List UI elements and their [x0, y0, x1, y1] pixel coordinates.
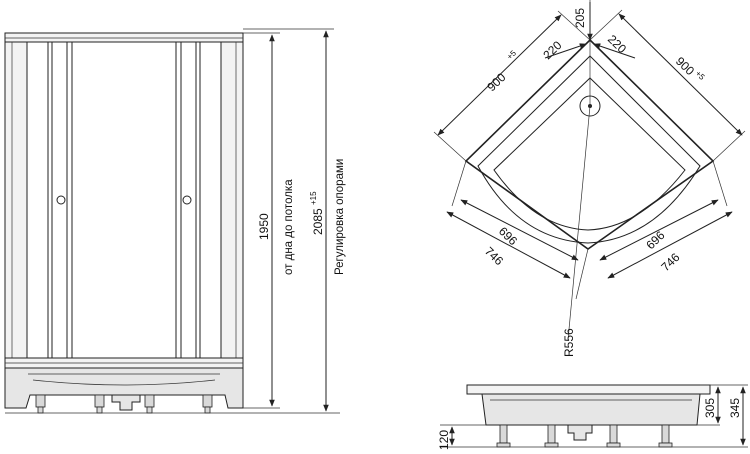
tray-side-view: 305 345 120: [437, 384, 748, 450]
dim-305: 305: [703, 398, 717, 418]
cabin-front-view: 1950 от дна до потолка 2085 +15 Регулиро…: [4, 28, 346, 414]
dim-1950: 1950: [257, 213, 271, 240]
dim-900-left: 900: [484, 70, 508, 94]
dim-345: 345: [728, 398, 742, 418]
dim-746-left: 746: [482, 244, 506, 268]
dim-2085: 2085: [311, 208, 325, 235]
dim-205: 205: [573, 8, 587, 28]
dim-2085-tolerance: +15: [309, 191, 318, 205]
door-handle-right-icon: [182, 195, 192, 205]
dim-radius: R556: [562, 328, 576, 357]
dim-220-right: 220: [605, 32, 629, 56]
door-handle-left-icon: [56, 195, 66, 205]
tray-top-view: 900 +5 900 +5 220 220 205 696 746 696 74…: [433, 0, 746, 357]
dim-746-right: 746: [658, 250, 682, 274]
dim-696-left: 696: [496, 224, 520, 248]
dim-900-right-tolerance: +5: [694, 69, 707, 82]
dim-220-left: 220: [540, 38, 564, 62]
label-floor-to-ceiling: от дна до потолка: [283, 179, 295, 275]
dim-900-left-tolerance: +5: [505, 48, 518, 61]
dim-120: 120: [437, 430, 451, 450]
label-leg-adjust: Регулировка опорами: [334, 159, 346, 275]
